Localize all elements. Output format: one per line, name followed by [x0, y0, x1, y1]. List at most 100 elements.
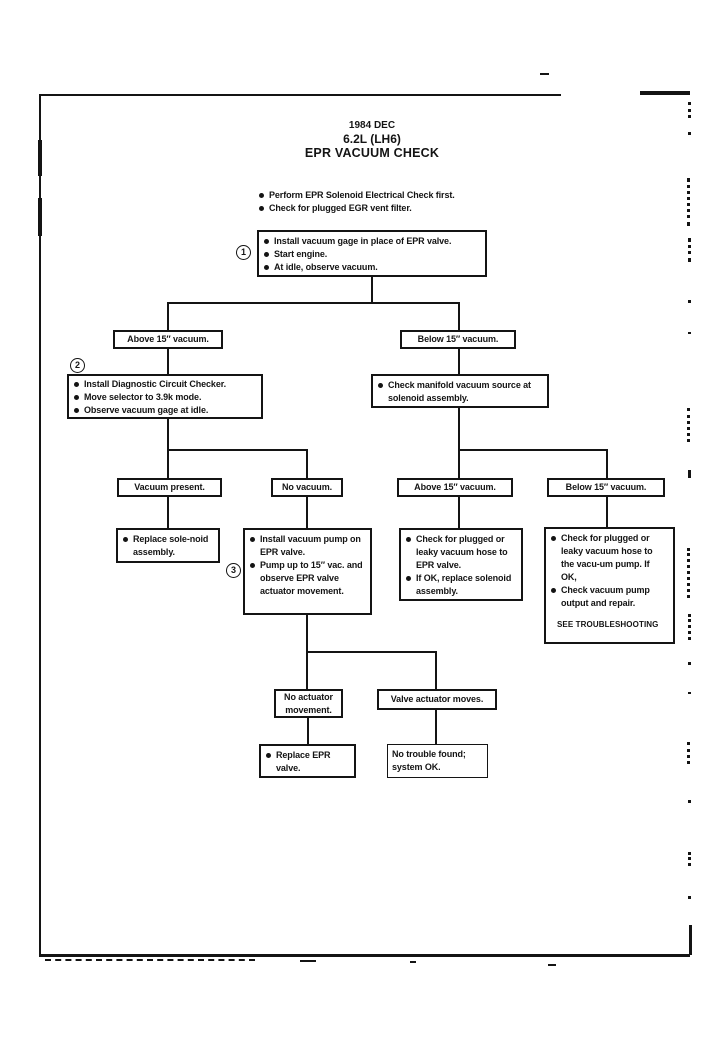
scan-artifact: [687, 548, 690, 598]
connector-line: [458, 449, 608, 451]
preliminary-item: Check for plugged EGR vent filter.: [269, 202, 412, 213]
see-troubleshooting-note: SEE TROUBLESHOOTING: [557, 620, 659, 629]
connector-line: [458, 408, 460, 478]
scan-artifact: [688, 238, 691, 262]
bullet-icon: [406, 537, 411, 542]
bullet-icon: [259, 193, 264, 198]
bullet-icon: [264, 252, 269, 257]
condition-actuator-moves: Valve actuator moves.: [377, 689, 497, 710]
connector-line: [458, 349, 460, 375]
connector-line: [306, 449, 308, 478]
connector-line: [307, 718, 309, 744]
bullet-icon: [259, 205, 264, 211]
bullet-icon: [250, 537, 255, 542]
scan-artifact: [688, 132, 691, 135]
scan-artifact: [687, 742, 690, 764]
scan-artifact: [688, 800, 691, 803]
condition-no-actuator: No actuator movement.: [274, 689, 343, 718]
connector-line: [167, 349, 169, 375]
connector-line: [167, 497, 169, 528]
no-trouble-box: No trouble found; system OK.: [387, 744, 488, 778]
bullet-icon: [266, 753, 271, 758]
check-hose-epr-item: Check for plugged or leaky vacuum hose t…: [416, 534, 508, 570]
step2-item: Observe vacuum gage at idle.: [84, 405, 209, 415]
scan-artifact: [688, 614, 691, 640]
bullet-icon: [378, 383, 383, 388]
check-hose-pump-item: Check vacuum pump output and repair.: [561, 585, 650, 608]
scan-artifact: [687, 178, 690, 226]
title-engine: 6.2L (LH6): [343, 132, 401, 146]
page-border-left: [39, 94, 41, 957]
scan-artifact: [688, 300, 691, 303]
condition-above-15-2: Above 15″ vacuum.: [397, 478, 513, 497]
scan-artifact: [640, 91, 690, 95]
page-border-left-thick: [38, 140, 42, 176]
scan-artifact: [540, 73, 549, 75]
step3-box: Install vacuum pump on EPR valve. Pump u…: [243, 528, 372, 615]
step1-item: At idle, observe vacuum.: [274, 262, 378, 272]
scan-artifact: [410, 961, 416, 963]
step2-item: Move selector to 3.9k mode.: [84, 392, 202, 402]
condition-above-15-1: Above 15″ vacuum.: [113, 330, 223, 349]
connector-line: [306, 497, 308, 528]
page-title: 1984 DEC 6.2L (LH6) EPR VACUUM CHECK: [252, 120, 492, 161]
connector-line: [167, 302, 169, 330]
condition-below-15-1: Below 15″ vacuum.: [400, 330, 516, 349]
step-number-2: 2: [70, 358, 85, 373]
bullet-icon: [74, 395, 79, 400]
bullet-icon: [406, 576, 411, 581]
page-border-bottom: [39, 954, 690, 957]
bullet-icon: [123, 537, 128, 542]
bullet-icon: [74, 382, 79, 387]
connector-line: [306, 651, 437, 653]
no-trouble-text: No trouble found; system OK.: [392, 749, 466, 772]
check-hose-epr-item: If OK, replace solenoid assembly.: [416, 573, 512, 596]
step2-item: Install Diagnostic Circuit Checker.: [84, 379, 227, 389]
bullet-icon: [74, 408, 79, 413]
step-number-3: 3: [226, 563, 241, 578]
check-manifold-box: Check manifold vacuum source at solenoid…: [371, 374, 549, 408]
bullet-icon: [551, 588, 556, 593]
check-manifold-item: Check manifold vacuum source at solenoid…: [388, 380, 531, 403]
step-number-1: 1: [236, 245, 251, 260]
step3-item: Install vacuum pump on EPR valve.: [260, 534, 361, 557]
scan-artifact: [548, 964, 556, 966]
page-border-top: [39, 94, 561, 96]
bullet-icon: [264, 239, 269, 244]
connector-line: [458, 497, 460, 528]
scan-artifact: [688, 896, 691, 899]
connector-line: [458, 302, 460, 330]
connector-line: [606, 497, 608, 528]
scan-artifact: [689, 925, 692, 955]
scan-artifact: [688, 852, 691, 866]
scan-artifact: [300, 960, 316, 962]
scan-artifact: [45, 959, 255, 961]
connector-line: [167, 419, 169, 478]
scan-artifact: [688, 662, 691, 665]
bullet-icon: [264, 265, 269, 270]
scan-artifact: [687, 408, 690, 442]
page-border-left-thick: [38, 198, 42, 236]
condition-below-15-2: Below 15″ vacuum.: [547, 478, 665, 497]
preliminary-item: Perform EPR Solenoid Electrical Check fi…: [269, 190, 455, 200]
step3-item: Pump up to 15″ vac. and observe EPR valv…: [260, 560, 363, 596]
title-procedure: EPR VACUUM CHECK: [304, 146, 440, 160]
connector-line: [371, 277, 373, 304]
connector-line: [435, 710, 437, 744]
step1-item: Install vacuum gage in place of EPR valv…: [274, 236, 452, 246]
replace-epr-box: Replace EPR valve.: [259, 744, 356, 778]
replace-solenoid-box: Replace sole-noid assembly.: [116, 528, 220, 563]
step1-box: Install vacuum gage in place of EPR valv…: [257, 230, 487, 277]
bullet-icon: [551, 536, 556, 541]
title-date: 1984 DEC: [348, 120, 396, 131]
connector-line: [167, 449, 308, 451]
replace-solenoid-item: Replace sole-noid assembly.: [133, 534, 209, 557]
condition-no-vacuum: No vacuum.: [271, 478, 343, 497]
connector-line: [606, 449, 608, 478]
replace-epr-item: Replace EPR valve.: [276, 750, 331, 773]
step1-item: Start engine.: [274, 249, 328, 259]
preliminary-notes: Perform EPR Solenoid Electrical Check fi…: [258, 189, 508, 214]
scan-artifact: [688, 102, 691, 118]
check-hose-pump-item: Check for plugged or leaky vacuum hose t…: [561, 533, 653, 582]
scan-artifact: [688, 332, 691, 334]
